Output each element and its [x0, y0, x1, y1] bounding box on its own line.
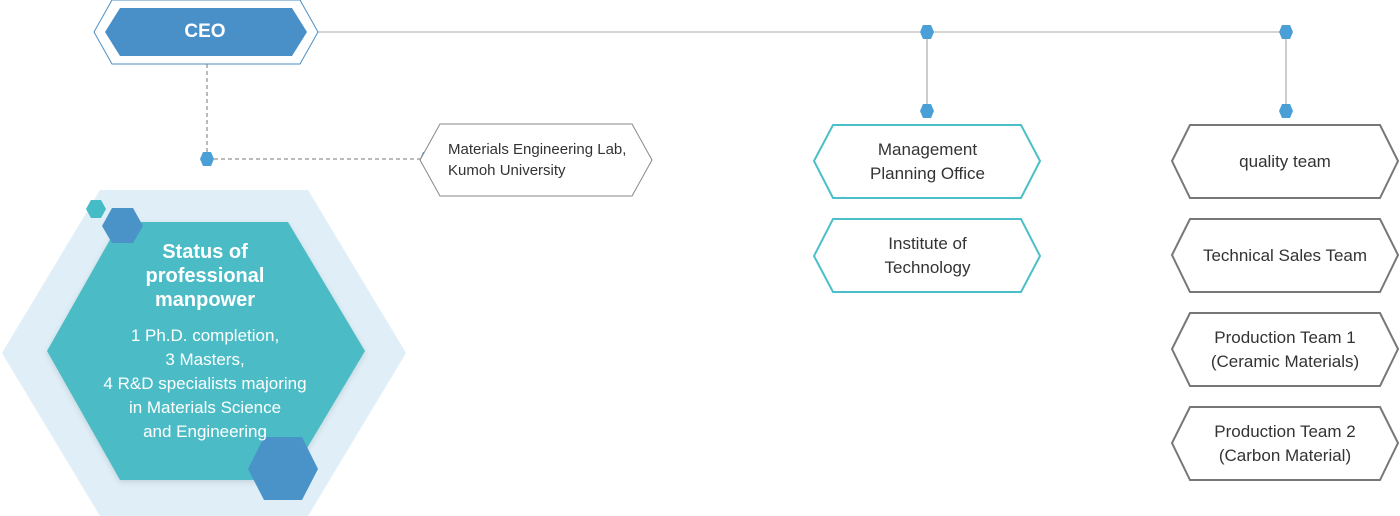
node-dot-management-bottom [920, 104, 934, 118]
technical-sales-label: Technical Sales Team [1172, 218, 1398, 293]
management-planning-line2: Planning Office [870, 163, 985, 183]
accent-hexagon-blue-top [102, 208, 143, 243]
lab-box [419, 123, 653, 197]
production-team-2-box [1170, 406, 1400, 481]
manpower-status: Status of professional manpower 1 Ph.D. … [80, 240, 330, 455]
production-team-1-label: Production Team 1 (Ceramic Materials) [1172, 312, 1398, 387]
institute-line1: Institute of [888, 233, 967, 253]
lab-label-line2: Kumoh University [448, 162, 566, 179]
production-team-1-line1: Production Team 1 [1214, 327, 1356, 347]
institute-box [812, 218, 1042, 293]
manpower-title-line: Status of [162, 241, 248, 263]
technical-sales-box [1170, 218, 1400, 293]
manpower-body-line: and Engineering [143, 422, 267, 441]
node-dot-management-top [920, 25, 934, 39]
manpower-title-line: professional [145, 265, 265, 287]
lab-label-line1: Materials Engineering Lab, [448, 141, 627, 158]
ceo-label: CEO [184, 21, 226, 42]
manpower-body-line: 4 R&D specialists majoring [103, 374, 307, 393]
ceo-box [105, 8, 307, 56]
node-dot-quality-top [1279, 25, 1293, 39]
manpower-title: Status of professional manpower [80, 240, 330, 312]
quality-team-label: quality team [1172, 124, 1398, 199]
accent-hexagon-small-teal [86, 200, 106, 218]
production-team-1-box [1170, 312, 1400, 387]
manpower-body-line: in Materials Science [128, 398, 282, 417]
manpower-body: 1 Ph.D. completion, 3 Masters, 4 R&D spe… [80, 324, 330, 444]
quality-team-line1: quality team [1239, 151, 1331, 171]
technical-sales-line1: Technical Sales Team [1202, 245, 1368, 265]
production-team-2-line1: Production Team 2 [1214, 421, 1356, 441]
production-team-1-line2: (Ceramic Materials) [1210, 351, 1360, 371]
manpower-body-line: 3 Masters, [165, 350, 245, 369]
node-dot-quality-bottom [1279, 104, 1293, 118]
quality-team-box [1170, 124, 1400, 199]
management-planning-label: Management Planning Office [815, 124, 1040, 199]
production-team-2-label: Production Team 2 (Carbon Material) [1172, 406, 1398, 481]
institute-label: Institute of Technology [815, 218, 1040, 293]
lab-label: Materials Engineering Lab, Kumoh Univers… [440, 124, 650, 196]
manpower-body-line: 1 Ph.D. completion, [130, 326, 280, 345]
production-team-2-line2: (Carbon Material) [1218, 445, 1352, 465]
management-planning-line1: Management [877, 139, 978, 159]
manpower-title-line: manpower [154, 289, 256, 311]
management-planning-box [812, 124, 1042, 199]
accent-hexagon-blue-bottom [248, 437, 318, 500]
node-dot-ceo-dashed [200, 152, 214, 166]
manpower-hexagon [47, 222, 365, 480]
institute-line2: Technology [884, 257, 971, 277]
